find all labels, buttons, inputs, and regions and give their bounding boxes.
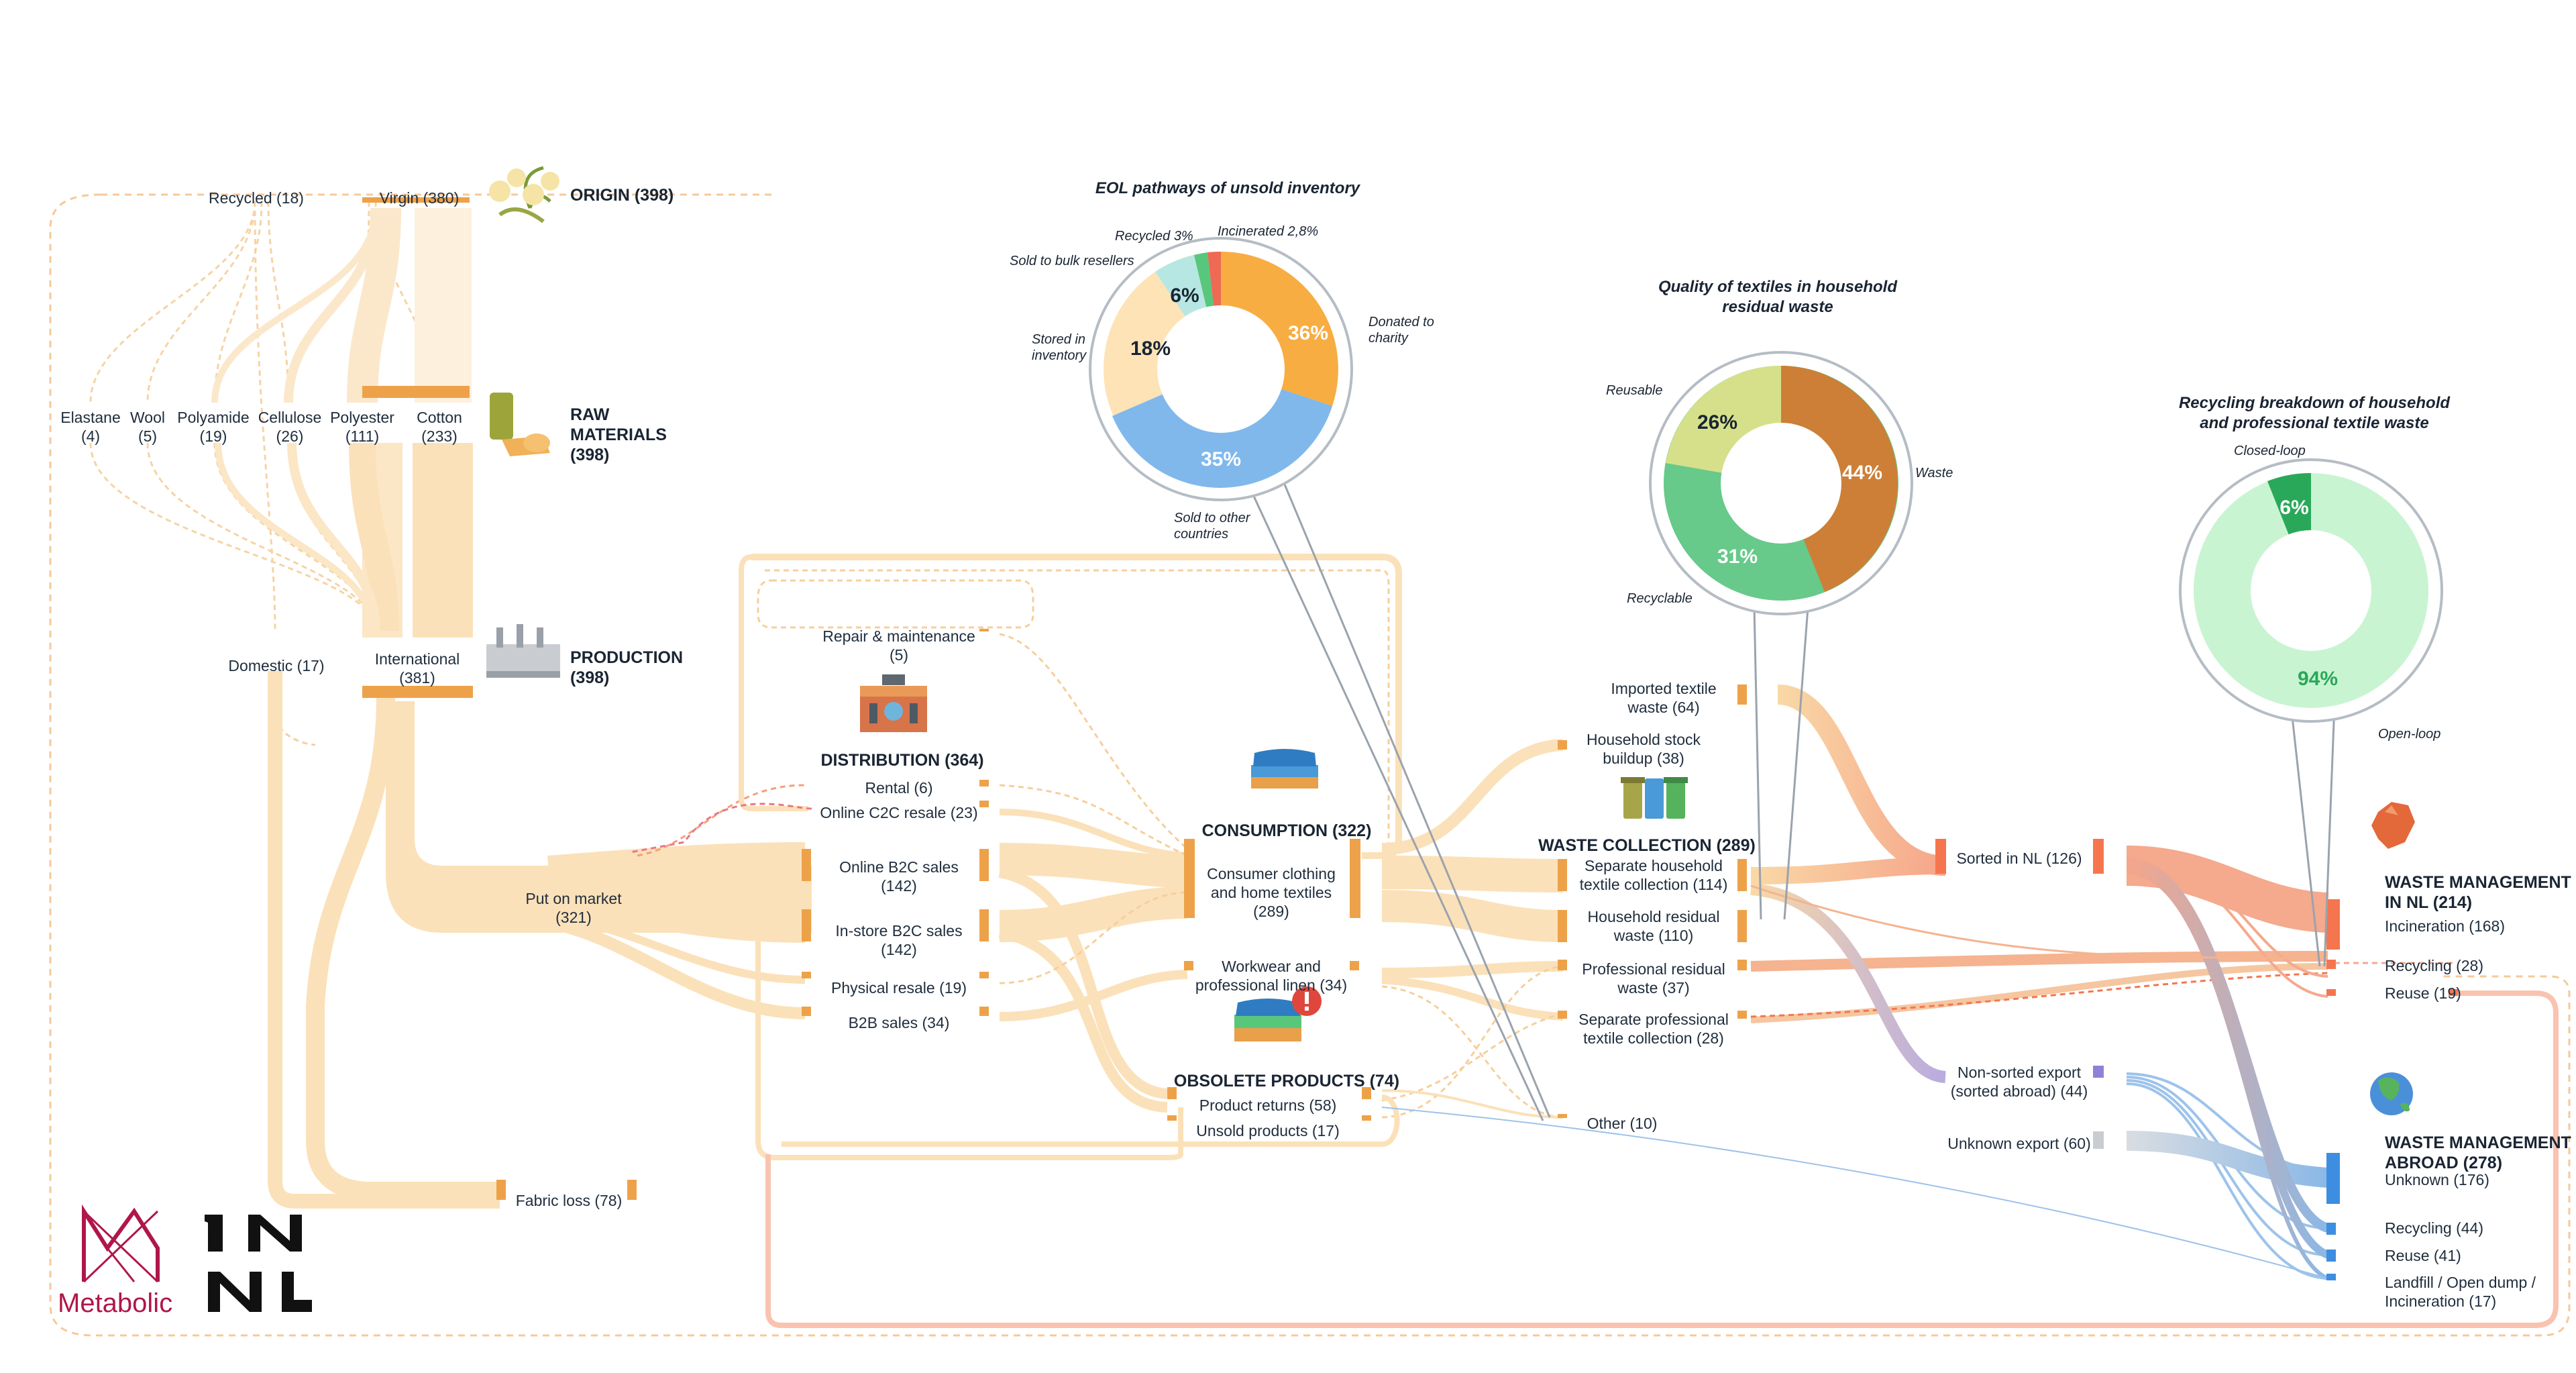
pie-quality-label-waste: Waste — [1915, 466, 1953, 480]
node-fabric-loss: Fabric loss (78) — [515, 1192, 623, 1209]
node-consumer-clothing: Consumer clothing and home textiles (289… — [1207, 865, 1336, 920]
node-polyester: Polyester (111) — [330, 409, 394, 445]
netherlands-map-icon — [2371, 802, 2415, 849]
pie-recycling-pct-open: 94% — [2297, 668, 2339, 690]
stage-production: PRODUCTION (398) — [570, 648, 684, 687]
node-household-residual: Household residual waste (110) — [1587, 908, 1720, 944]
store-icon — [860, 674, 927, 732]
node-instore-b2c: In-store B2C sales (142) — [835, 922, 963, 958]
node-unsold-products: Unsold products (17) — [1196, 1122, 1340, 1139]
globe-icon — [2370, 1072, 2413, 1115]
node-b2b: B2B sales (34) — [848, 1014, 950, 1031]
node-reuse-nl: Reuse (19) — [2385, 984, 2461, 1002]
pie-quality — [1649, 351, 1913, 615]
pie-quality-pct-waste: 44% — [1841, 462, 1883, 484]
node-recycling-abroad: Recycling (44) — [2385, 1219, 2483, 1237]
pie-recycling-pct-closed: 6% — [2279, 497, 2309, 519]
nl-nodes — [1935, 839, 2458, 996]
stage-obsolete: OBSOLETE PRODUCTS (74) — [1173, 1072, 1400, 1090]
pie-quality-pct-reusable: 26% — [1697, 411, 1738, 434]
pie-quality-label-reusable: Reusable — [1606, 383, 1663, 398]
node-elastane: Elastane (4) — [60, 409, 121, 445]
node-workwear: Workwear and professional linen (34) — [1195, 958, 1348, 994]
pie-eol-pct-stored: 18% — [1130, 338, 1171, 360]
stage-wm-nl: WASTE MANAGEMENT IN NL (214) — [2385, 873, 2571, 912]
pie-eol-pct-sold-other: 35% — [1200, 448, 1242, 470]
stage-consumption: CONSUMPTION (322) — [1201, 821, 1372, 840]
pie-quality-label-recyclable: Recyclable — [1627, 591, 1693, 606]
node-international: International (381) — [374, 650, 460, 686]
obsolete-stack-icon — [1234, 986, 1322, 1041]
fabric-roll-icon — [490, 393, 550, 456]
outer-loop — [49, 193, 2571, 1337]
metabolic-wordmark: Metabolic — [58, 1288, 173, 1318]
node-domestic: Domestic (17) — [228, 657, 325, 674]
pie-recycling — [2179, 458, 2443, 723]
node-online-b2c: Online B2C sales (142) — [839, 858, 959, 895]
stage-origin: ORIGIN (398) — [570, 186, 674, 205]
node-unknown: Unknown (176) — [2385, 1171, 2489, 1188]
clothing-stack-icon — [1251, 749, 1318, 789]
node-reuse-abroad: Reuse (41) — [2385, 1247, 2461, 1264]
cotton-icon — [489, 166, 559, 223]
node-other: Other (10) — [1587, 1115, 1658, 1132]
pie-recycling-label-closed: Closed-loop — [2234, 444, 2306, 458]
stage-distribution: DISTRIBUTION (364) — [820, 751, 984, 770]
node-product-returns: Product returns (58) — [1199, 1097, 1337, 1114]
node-online-c2c: Online C2C resale (23) — [820, 804, 978, 821]
pie-eol-pct-donated: 36% — [1287, 322, 1329, 344]
stage-waste-collection: WASTE COLLECTION (289) — [1538, 836, 1756, 855]
node-recycled: Recycled (18) — [209, 189, 304, 207]
stage-raw-materials: RAW MATERIALS (398) — [570, 405, 667, 464]
node-cotton: Cotton (233) — [417, 409, 462, 445]
pie-eol — [1089, 237, 1353, 501]
pie-eol-label-sold-other: Sold to other countries — [1174, 511, 1250, 542]
pie-recycling-label-open: Open-loop — [2378, 727, 2441, 742]
node-cellulose: Cellulose (26) — [258, 409, 322, 445]
node-separate-professional: Separate professional textile collection… — [1578, 1011, 1729, 1047]
pie-eol-label-recycled: Recycled 3% — [1115, 229, 1193, 244]
pie-eol-label-bulk: Sold to bulk resellers — [1010, 254, 1134, 268]
node-incineration: Incineration (168) — [2385, 917, 2505, 935]
pie-eol-label-donated: Donated to charity — [1368, 315, 1434, 346]
node-nonsorted-export: Non-sorted export (sorted abroad) (44) — [1950, 1064, 2088, 1100]
node-landfill: Landfill / Open dump / Incineration (17) — [2385, 1274, 2536, 1310]
stage-wm-abroad: WASTE MANAGEMENT ABROAD (278) — [2385, 1133, 2571, 1172]
node-physical-resale: Physical resale (19) — [831, 979, 967, 997]
pie-eol-title: EOL pathways of unsold inventory — [1095, 179, 1360, 197]
node-put-on-market: Put on market (321) — [525, 890, 622, 926]
node-imported-waste: Imported textile waste (64) — [1611, 680, 1717, 716]
node-virgin: Virgin (380) — [379, 189, 460, 207]
pie-eol-pct-bulk: 6% — [1170, 285, 1199, 307]
node-unknown-export: Unknown export (60) — [1947, 1135, 2091, 1152]
innl-logo — [205, 1215, 312, 1312]
node-bars — [362, 197, 1747, 1200]
virgin-ribbons — [211, 207, 401, 403]
node-polyamide: Polyamide (19) — [177, 409, 250, 445]
node-sorted-nl: Sorted in NL (126) — [1956, 850, 2082, 867]
pie-quality-title: Quality of textiles in household residua… — [1658, 278, 1898, 316]
pie-recycling-title: Recycling breakdown of household and pro… — [2178, 394, 2451, 432]
node-professional-residual: Professional residual waste (37) — [1582, 960, 1725, 997]
metabolic-logo — [82, 1204, 160, 1283]
pie-eol-label-incinerated: Incinerated 2,8% — [1218, 224, 1319, 239]
node-separate-household: Separate household textile collection (1… — [1579, 857, 1728, 893]
factory-icon — [486, 624, 560, 678]
pie-quality-pct-recyclable: 31% — [1717, 546, 1758, 568]
node-wool: Wool (5) — [130, 409, 165, 445]
bins-icon — [1621, 777, 1688, 819]
node-household-stock: Household stock buildup (38) — [1586, 731, 1701, 767]
node-repair: Repair & maintenance (5) — [822, 627, 975, 664]
pie-eol-label-stored: Stored in inventory — [1032, 332, 1087, 363]
node-rental: Rental (6) — [865, 779, 933, 797]
node-recycling-nl: Recycling (28) — [2385, 957, 2483, 974]
abroad-nodes — [2093, 1066, 2340, 1280]
